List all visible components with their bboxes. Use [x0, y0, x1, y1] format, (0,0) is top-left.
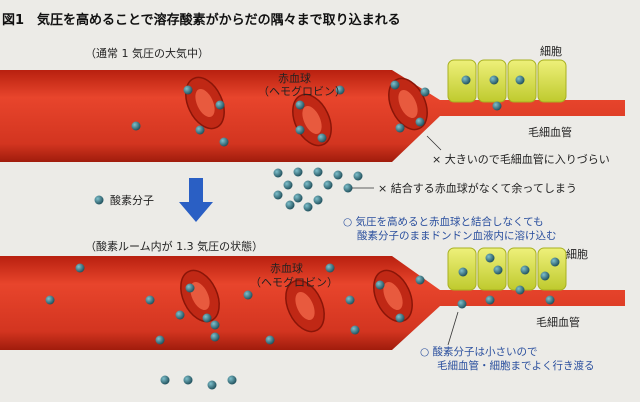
- oxygen-molecule: [183, 85, 193, 95]
- top-rbc-label: 赤血球: [278, 71, 311, 85]
- oxygen-molecule: [515, 285, 525, 295]
- oxygen-molecule: [160, 375, 170, 385]
- oxygen-molecule: [395, 123, 405, 133]
- oxygen-molecule: [195, 125, 205, 135]
- bottom-rbc-sublabel: （ヘモグロビン）: [250, 275, 338, 289]
- oxygen-molecule: [243, 290, 253, 300]
- figure-title: 図1 気圧を高めることで溶存酸素がからだの隅々まで取り込まれる: [2, 12, 401, 28]
- oxygen-molecule: [210, 332, 220, 342]
- oxygen-molecule: [489, 75, 499, 85]
- oxygen-molecule: [45, 295, 55, 305]
- red-blood-cell: [388, 77, 428, 131]
- oxygen-molecule: [313, 195, 323, 205]
- oxygen-molecule: [303, 180, 313, 190]
- bottom-note-small-2: 毛細血管・細胞までよく行き渡る: [437, 359, 595, 372]
- oxygen-molecule: [457, 299, 467, 309]
- oxygen-molecule: [185, 283, 195, 293]
- oxygen-molecule: [485, 253, 495, 263]
- oxygen-molecule: [550, 257, 560, 267]
- oxygen-molecule: [293, 193, 303, 203]
- oxygen-molecule: [131, 121, 141, 131]
- oxygen-molecule: [323, 180, 333, 190]
- bottom-note-dissolve-2: 酸素分子のままドンドン血液内に溶け込む: [357, 229, 557, 242]
- top-condition-label: （通常 1 気圧の大気中）: [85, 46, 209, 60]
- oxygen-molecule: [415, 117, 425, 127]
- oxygen-molecule: [295, 125, 305, 135]
- bottom-condition-label: （酸素ルーム内が 1.3 気圧の状態）: [85, 239, 263, 253]
- oxygen-molecule: [485, 295, 495, 305]
- bottom-capillary-label: 毛細血管: [536, 315, 580, 329]
- oxygen-molecule: [540, 271, 550, 281]
- oxygen-molecule: [295, 100, 305, 110]
- bottom-note-dissolve-1: ○ 気圧を高めると赤血球と結合しなくても: [343, 215, 544, 228]
- oxygen-molecule: [333, 170, 343, 180]
- oxygen-molecule: [343, 183, 353, 193]
- cell: [477, 247, 507, 291]
- oxygen-molecule: [219, 137, 229, 147]
- top-rbc-sublabel: （ヘモグロビン）: [258, 84, 346, 98]
- oxygen-molecule: [461, 75, 471, 85]
- bottom-note-small-1: ○ 酸素分子は小さいので: [420, 345, 538, 358]
- oxygen-molecule: [285, 200, 295, 210]
- oxygen-molecule: [313, 167, 323, 177]
- oxygen-molecule: [345, 295, 355, 305]
- oxygen-molecule: [375, 280, 385, 290]
- red-blood-cell: [185, 76, 225, 130]
- oxygen-molecule: [303, 202, 313, 212]
- oxygen-molecule: [293, 167, 303, 177]
- oxygen-molecule: [210, 320, 220, 330]
- oxygen-molecule: [515, 75, 525, 85]
- oxygen-molecule: [492, 101, 502, 111]
- oxygen-molecule: [215, 100, 225, 110]
- oxygen-molecule: [75, 263, 85, 273]
- oxygen-molecule: [520, 265, 530, 275]
- top-cell-label: 細胞: [540, 45, 562, 58]
- red-blood-cell: [180, 269, 220, 323]
- oxygen-molecule: [325, 263, 335, 273]
- oxygen-molecule: [545, 295, 555, 305]
- oxygen-molecule: [273, 190, 283, 200]
- oxygen-molecule: [273, 168, 283, 178]
- oxygen-molecule: [458, 267, 468, 277]
- oxygen-molecule: [283, 180, 293, 190]
- bottom-cell-label: 細胞: [566, 248, 588, 261]
- bottom-rbc-label: 赤血球: [270, 261, 303, 275]
- oxygen-molecule: [183, 375, 193, 385]
- oxygen-molecules: [45, 75, 560, 390]
- oxygen-molecule: [317, 133, 327, 143]
- oxygen-molecule: [350, 325, 360, 335]
- oxygen-molecule: [265, 335, 275, 345]
- cell: [537, 247, 567, 291]
- oxygen-molecule: [227, 375, 237, 385]
- top-note-excess: × 結合する赤血球がなくて余ってしまう: [378, 181, 577, 195]
- oxygen-legend-label: 酸素分子: [110, 193, 154, 207]
- oxygen-molecule: [493, 265, 503, 275]
- top-note-large: × 大きいので毛細血管に入りづらい: [432, 152, 610, 166]
- cell: [537, 59, 567, 103]
- top-capillary-label: 毛細血管: [528, 125, 572, 139]
- oxygen-molecule: [335, 85, 345, 95]
- oxygen-molecule: [420, 87, 430, 97]
- oxygen-molecule: [353, 171, 363, 181]
- oxygen-molecule: [415, 275, 425, 285]
- oxygen-legend-icon: [94, 195, 104, 205]
- oxygen-molecule: [175, 310, 185, 320]
- oxygen-molecule: [202, 313, 212, 323]
- oxygen-molecule: [155, 335, 165, 345]
- down-arrow-icon: [179, 178, 213, 222]
- red-blood-cells: [180, 76, 428, 333]
- red-blood-cell: [285, 279, 325, 333]
- oxygen-molecule: [395, 313, 405, 323]
- oxygen-molecule: [207, 380, 217, 390]
- oxygen-molecule: [390, 80, 400, 90]
- oxygen-molecule: [145, 295, 155, 305]
